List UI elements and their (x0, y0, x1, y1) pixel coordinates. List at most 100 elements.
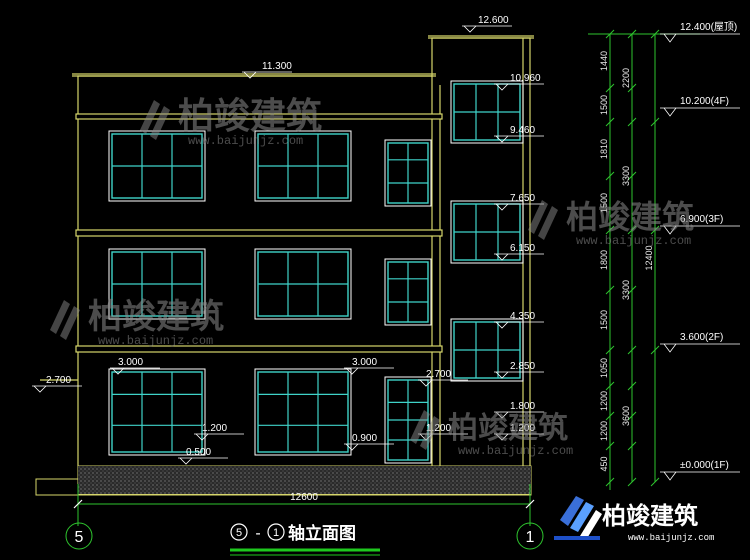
elevation-text: 3.000 (352, 357, 377, 368)
floor-elevation-text: 3.600(2F) (680, 332, 723, 343)
dim-inner-1: 1440 (599, 51, 609, 71)
axis-bubble-right: 1 (516, 522, 544, 550)
watermark-url: www.baijunjz.com (576, 234, 691, 248)
floor-elevation-floor1: ±0.000(1F) (660, 460, 740, 481)
window-11 (384, 376, 432, 464)
brand-url: www.baijunjz.com (628, 533, 714, 543)
elevation-roof-top: 12.600 (462, 15, 512, 33)
windows-group (108, 80, 524, 464)
brand-logo: 柏竣建筑 www.baijunjz.com (554, 496, 714, 543)
window-5 (108, 248, 206, 320)
dim-inner-3: 1810 (599, 139, 609, 159)
bottom-dimension: 12600 (73, 484, 535, 526)
elevation-win3-top: 7.650 (494, 193, 544, 211)
title-text: 轴立面图 (288, 523, 356, 544)
window-3 (384, 139, 432, 207)
window-10 (254, 368, 352, 456)
elevation-small-win-top: 2.700 (418, 369, 468, 387)
total-width-dim: 12600 (290, 492, 318, 503)
elevation-win3-bottom: 6.150 (494, 243, 544, 261)
elevation-plinth: 0.500 (178, 447, 228, 465)
dim-inner-8: 1200 (599, 391, 609, 411)
dim-inner-10: 450 (599, 456, 609, 471)
elevation-win1-r-top: 1.800 (494, 401, 544, 419)
dim-inner-6: 1500 (599, 310, 609, 330)
watermark-url: www.baijunjz.com (188, 134, 303, 148)
title-axis-end: 1 (273, 527, 279, 539)
axis-label-right: 1 (526, 529, 535, 546)
floor-elevation-roof: 12.400(屋顶) (660, 21, 740, 43)
elevation-text: 2.700 (426, 369, 451, 380)
dim-inner-5: 1800 (599, 250, 609, 270)
dim-inner-7: 1050 (599, 358, 609, 378)
elevation-text: 1.200 (202, 423, 227, 434)
elevation-win1-top-left: 3.000 (110, 357, 160, 375)
title-axis-start: 5 (236, 527, 242, 539)
elevation-text: 0.500 (186, 447, 211, 458)
floor-elevation-text: 10.200(4F) (680, 96, 729, 107)
dim-inner-9: 1200 (599, 421, 609, 441)
window-4 (450, 80, 524, 144)
elevation-text: 0.900 (352, 433, 377, 444)
floor-elevation-floor2: 3.600(2F) (660, 332, 740, 353)
dim-inner-4: 1500 (599, 193, 609, 213)
drawing-title: 5 - 1 轴立面图 (230, 523, 380, 556)
watermark-brand: 柏竣建筑 (88, 297, 224, 337)
dim-inner-2: 1500 (599, 95, 609, 115)
watermark-brand: 柏竣建筑 (448, 411, 568, 446)
dim-outer-3: 3300 (621, 280, 631, 300)
watermark-brand: 柏竣建筑 (178, 96, 322, 137)
window-2 (254, 130, 352, 202)
elevation-win1-top-mid: 3.000 (344, 357, 394, 375)
floor-elevation-floor4: 10.200(4F) (660, 96, 740, 117)
window-6 (254, 248, 352, 320)
elevation-text: 6.150 (510, 243, 535, 254)
elevation-text: 1.800 (510, 401, 535, 412)
total-height-dim: 12400 (644, 245, 654, 270)
watermarks: 柏竣建筑www.baijunjz.com柏竣建筑www.baijunjz.com… (50, 96, 694, 458)
elevation-sill-mid: 0.900 (344, 433, 394, 451)
window-7 (384, 258, 432, 326)
brand-logo-icon (554, 496, 602, 540)
floor-elevation-text: ±0.000(1F) (680, 460, 729, 471)
elevation-win2-top: 4.350 (494, 311, 544, 329)
floor-elevation-text: 6.900(3F) (680, 214, 723, 225)
floor-elevation-text: 12.400(屋顶) (680, 21, 737, 33)
elevation-text: 2.700 (46, 375, 71, 386)
elevation-text: 11.300 (262, 61, 292, 72)
watermark-url: www.baijunjz.com (98, 334, 213, 348)
elevation-side-wall: 2.700 (32, 375, 82, 393)
elevation-sill-right: 1.200 (494, 423, 544, 441)
dim-outer-4: 3600 (621, 406, 631, 426)
window-9 (108, 368, 206, 456)
elevation-sill-left: 1.200 (194, 423, 244, 441)
elevation-text: 7.650 (510, 193, 535, 204)
elevation-win2-bottom: 2.850 (494, 361, 544, 379)
elevation-win4-top: 10.960 (494, 73, 544, 91)
dim-outer-2: 3300 (621, 166, 631, 186)
elevation-text: 12.600 (478, 15, 509, 26)
dim-outer-1: 2200 (621, 68, 631, 88)
elevation-text: 3.000 (118, 357, 143, 368)
elevation-win4-bottom: 9.460 (494, 125, 544, 143)
window-12 (450, 318, 524, 382)
brand-name: 柏竣建筑 (602, 502, 698, 530)
axis-label-left: 5 (75, 529, 84, 546)
axis-bubble-left: 5 (65, 522, 93, 550)
window-8 (450, 200, 524, 264)
elevation-text: 1.200 (510, 423, 535, 434)
elevation-text: 10.960 (510, 73, 541, 84)
ground-strip (35, 465, 532, 496)
elevation-parapet: 11.300 (242, 61, 292, 79)
watermark-brand: 柏竣建筑 (566, 198, 694, 236)
elevation-text: 2.850 (510, 361, 535, 372)
elevation-text: 1.200 (426, 423, 451, 434)
right-dimension-block: 1440 1500 1810 1500 1800 1500 1050 1200 1200 450 2… (588, 21, 740, 490)
watermark-url: www.baijunjz.com (458, 444, 573, 458)
elevation-text: 4.350 (510, 311, 535, 322)
